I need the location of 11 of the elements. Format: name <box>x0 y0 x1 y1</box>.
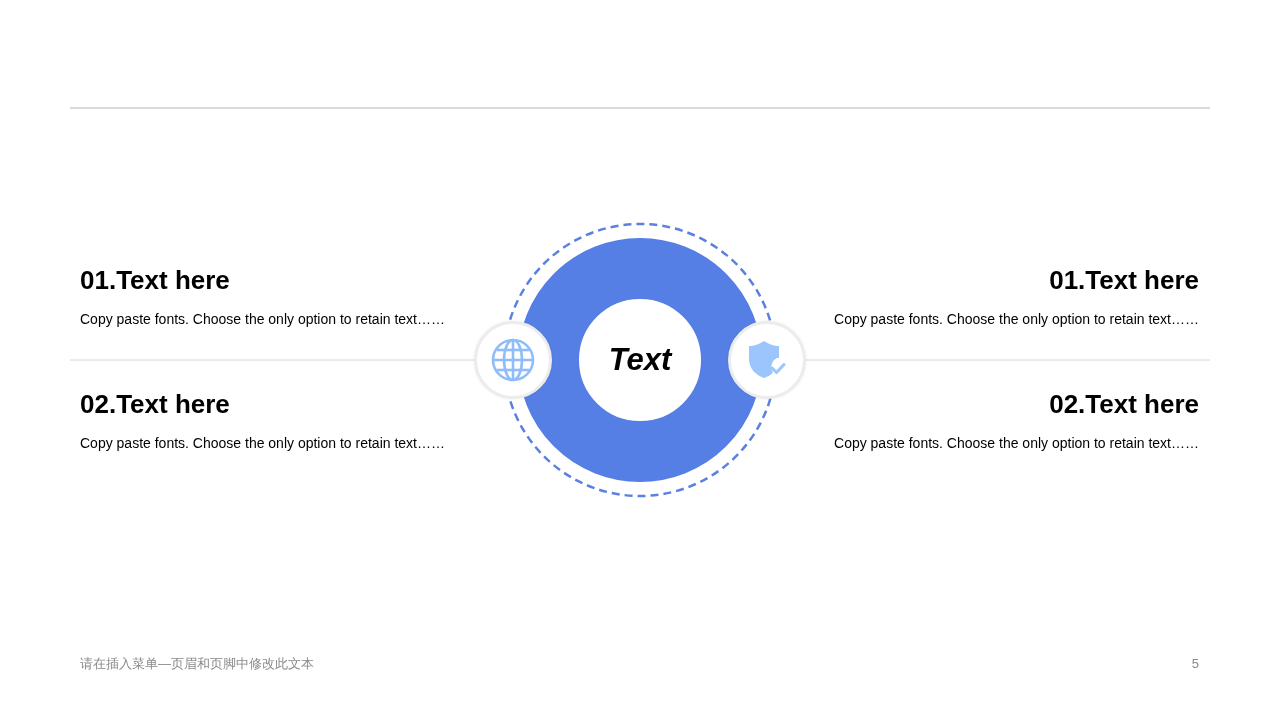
heading: 01.Text here <box>1049 266 1199 296</box>
page-number: 5 <box>1191 657 1199 672</box>
heading: 02.Text here <box>80 390 230 420</box>
body-text: Copy paste fonts. Choose the only option to retain text…… <box>834 435 1199 452</box>
heading: 02.Text here <box>1049 390 1199 420</box>
heading: 01.Text here <box>80 266 230 296</box>
body-text: Copy paste fonts. Choose the only option to retain text…… <box>80 311 445 328</box>
body-text: Copy paste fonts. Choose the only option to retain text…… <box>834 311 1199 328</box>
footer-text: 请在插入菜单—页眉和页脚中修改此文本 <box>80 657 314 672</box>
body-text: Copy paste fonts. Choose the only option to retain text…… <box>80 435 445 452</box>
center-label: Text <box>608 342 672 378</box>
